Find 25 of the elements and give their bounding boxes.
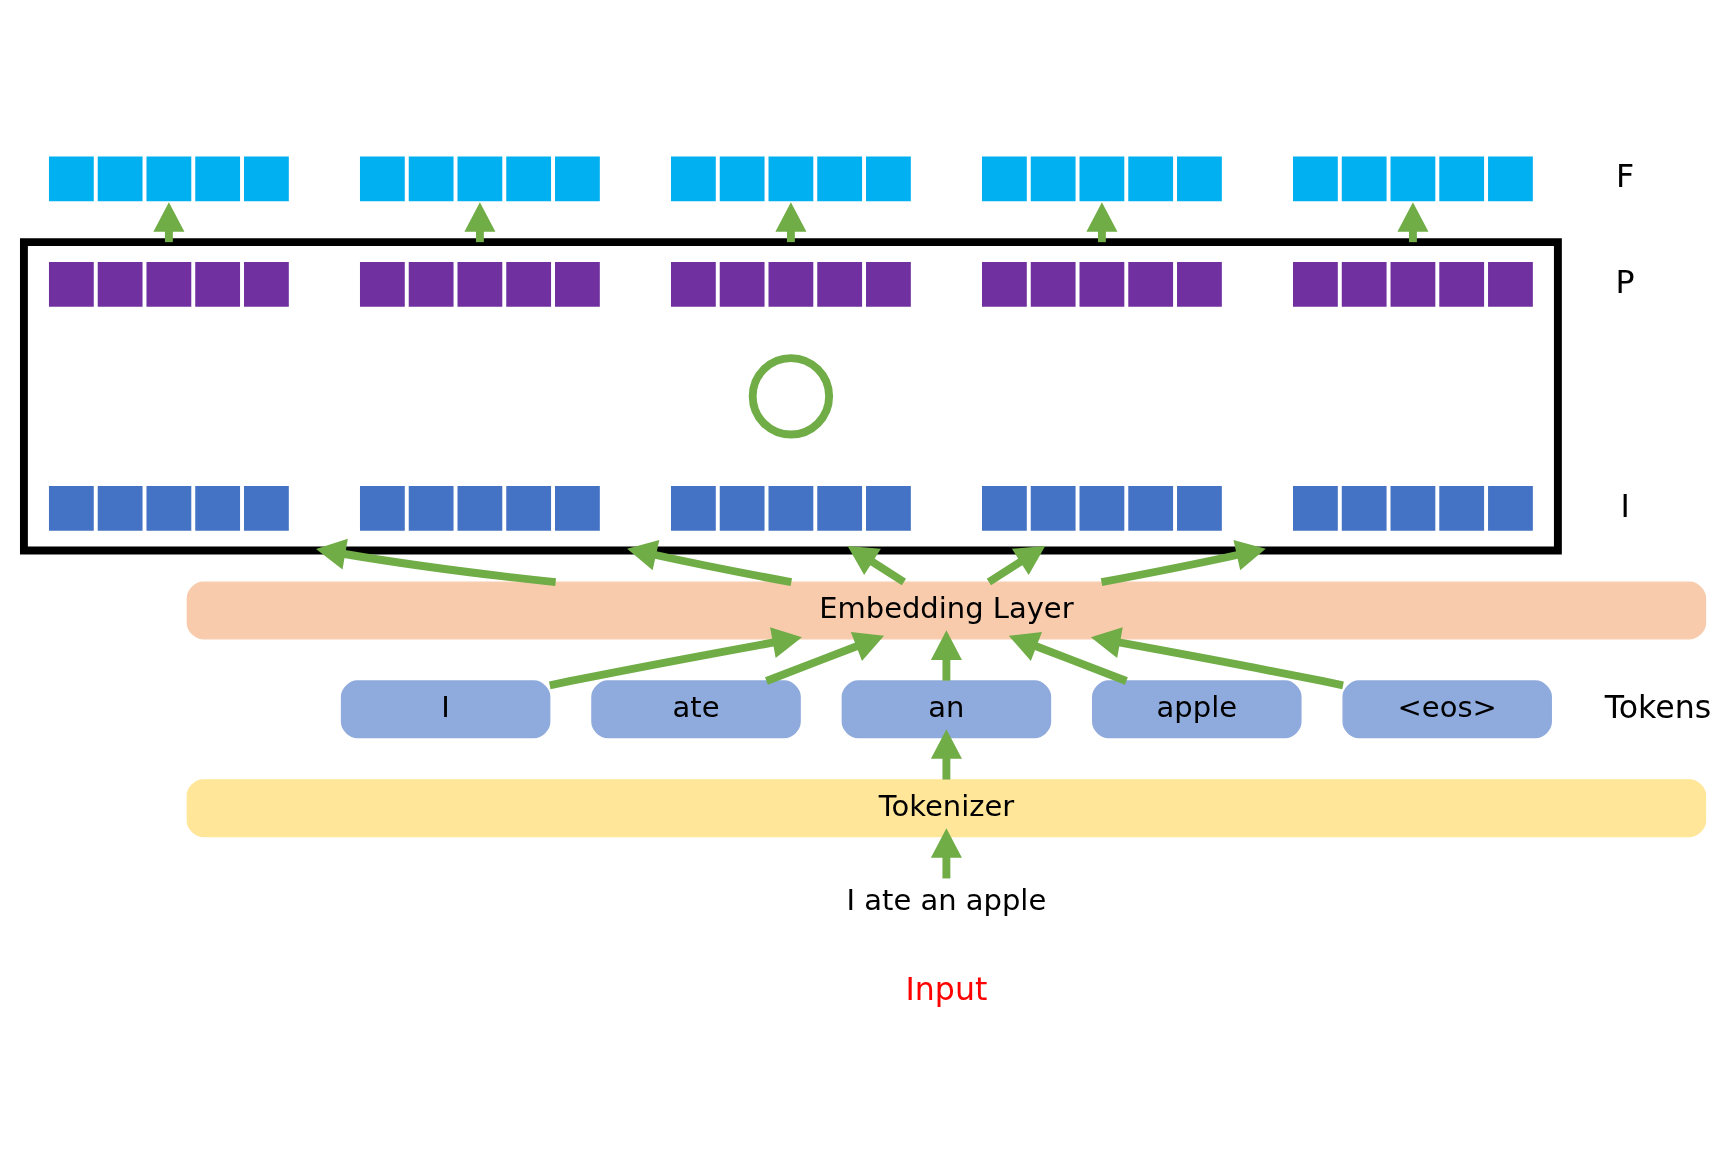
label: F	[1616, 157, 1635, 194]
node-box: ate	[591, 679, 801, 738]
node-circle	[748, 353, 834, 438]
label: I	[1620, 487, 1630, 524]
arrow	[548, 626, 802, 689]
arrow	[847, 545, 907, 585]
arrow	[930, 629, 962, 681]
label: Input	[905, 970, 988, 1007]
node-text: I ate an apple	[846, 882, 1047, 917]
node-box: I	[340, 679, 551, 738]
arrow	[316, 538, 557, 586]
arrow	[930, 728, 962, 780]
arrow	[1090, 626, 1344, 689]
node-box: Tokenizer	[186, 778, 1707, 837]
node-box: <eos>	[1342, 679, 1552, 738]
node-box: an	[841, 679, 1052, 738]
arrow	[1008, 631, 1128, 685]
arrow	[930, 827, 962, 878]
arrow	[765, 631, 885, 685]
node-box: Embedding Layer	[186, 581, 1707, 639]
cluster	[19, 237, 1562, 554]
node-box: apple	[1092, 679, 1302, 738]
arrow	[986, 545, 1046, 585]
label: P	[1615, 263, 1635, 299]
label: Tokens	[1604, 688, 1712, 724]
